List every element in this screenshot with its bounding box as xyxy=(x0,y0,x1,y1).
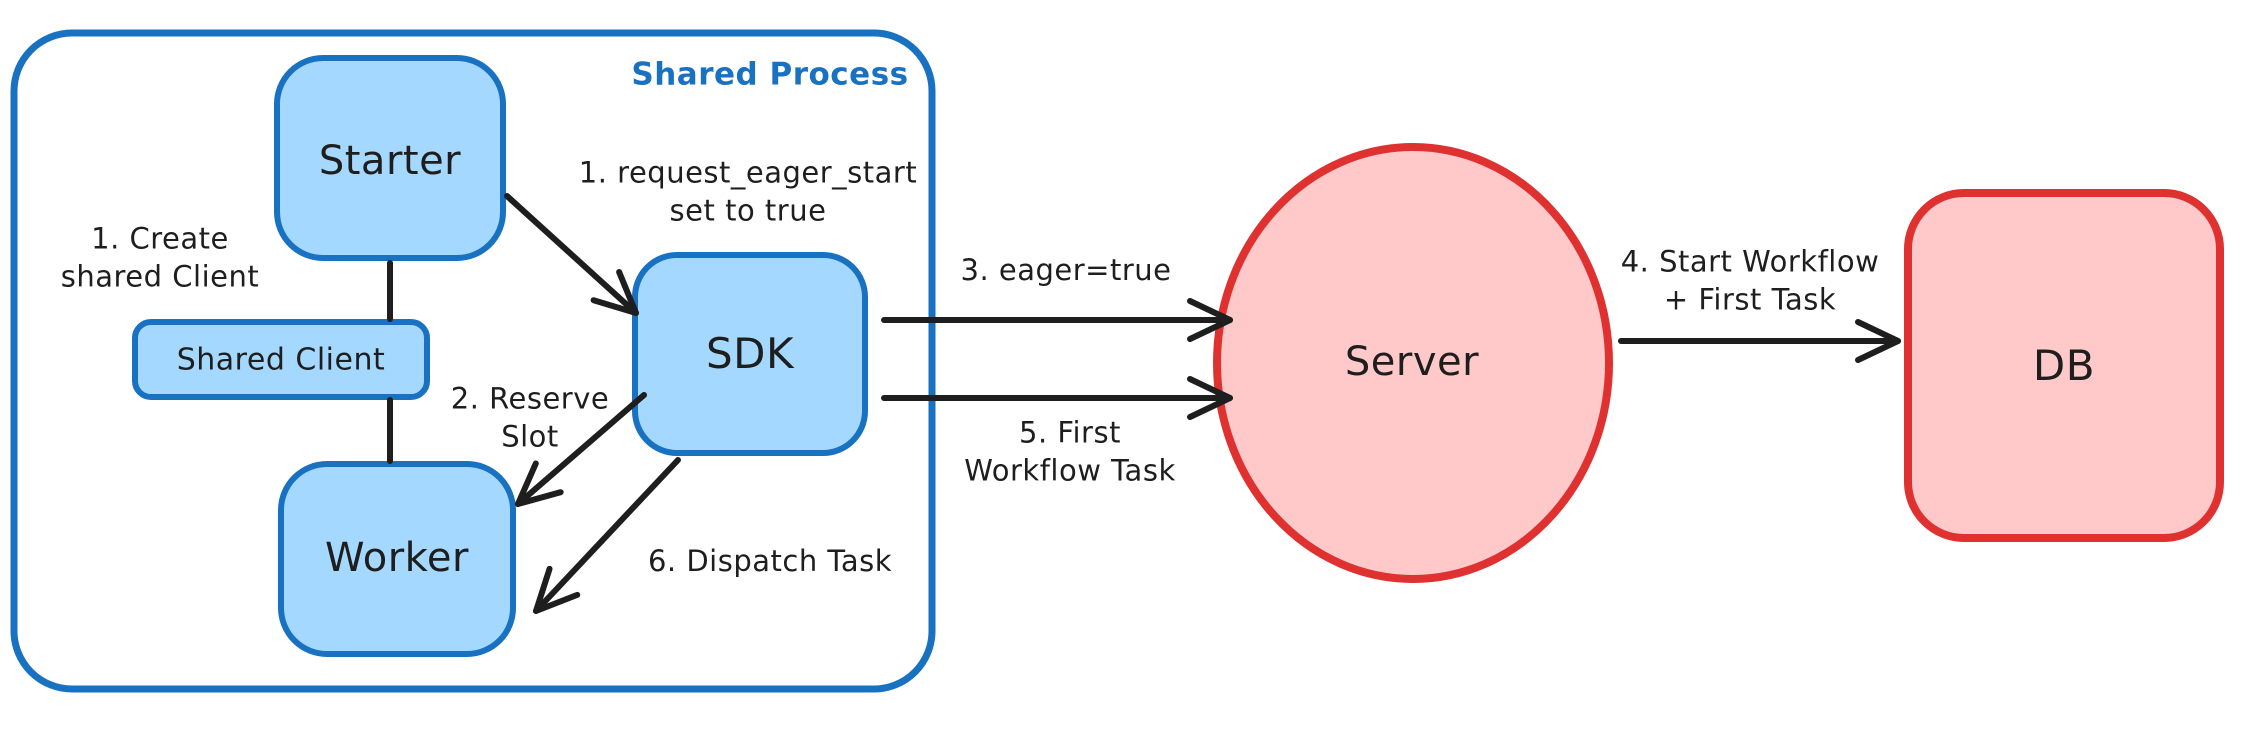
db-node xyxy=(1904,189,2224,542)
arrow-sdk-to-worker-dispatch xyxy=(533,457,681,614)
annotation-first-workflow-task: 5. First Workflow Task xyxy=(964,415,1176,488)
starter-label: Starter xyxy=(318,138,462,184)
annotation-create-shared-client: 1. Create shared Client xyxy=(60,221,260,294)
server-node xyxy=(1213,143,1613,583)
arrow-starter-to-sdk xyxy=(504,193,639,316)
sdk-node xyxy=(632,252,868,456)
shared-client-label: Shared Client xyxy=(176,342,386,378)
annotation-start-workflow: 4. Start Workflow + First Task xyxy=(1620,244,1880,317)
annotation-dispatch-task: 6. Dispatch Task xyxy=(647,543,893,578)
arrow-sdk-to-worker-reserve xyxy=(515,392,647,507)
worker-node xyxy=(278,461,516,657)
shared-process-title: Shared Process xyxy=(631,56,909,93)
annotation-reserve-slot: 2. Reserve Slot xyxy=(450,381,610,454)
shared-client-node xyxy=(132,319,430,400)
server-label: Server xyxy=(1344,339,1480,385)
annotation-eager-true: 3. eager=true xyxy=(960,252,1172,287)
db-label: DB xyxy=(2032,340,2096,390)
sdk-label: SDK xyxy=(705,328,795,378)
annotation-request-eager-start: 1. request_eager_start set to true xyxy=(578,155,918,228)
shared-process-container xyxy=(10,29,936,693)
worker-label: Worker xyxy=(325,535,469,581)
starter-node xyxy=(274,55,506,261)
